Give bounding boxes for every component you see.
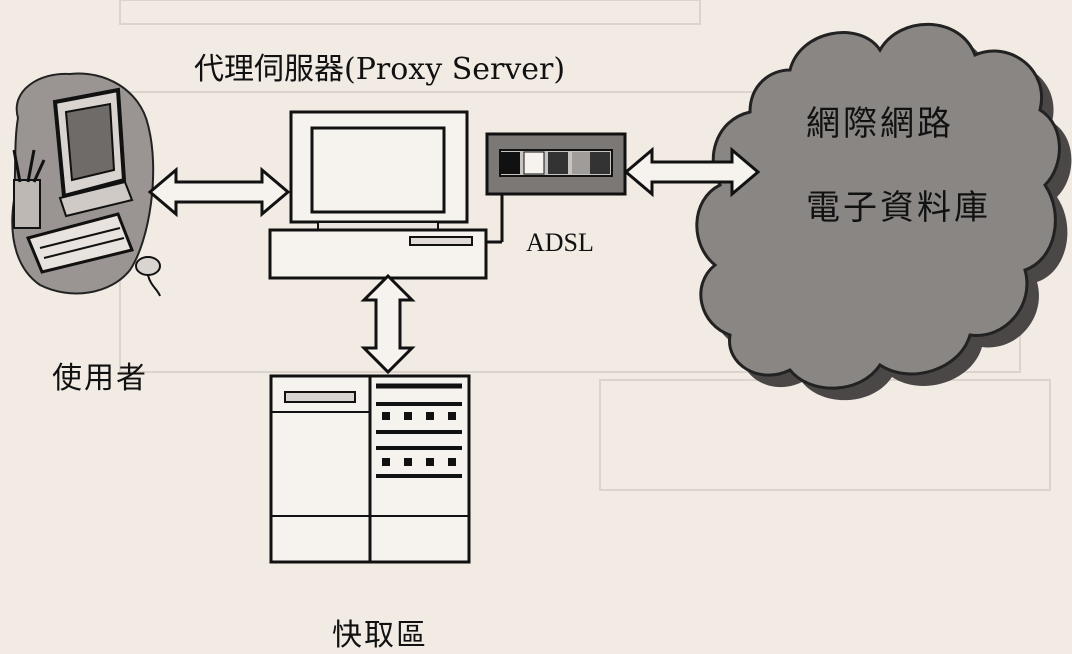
proxy-server-computer-icon: [268, 110, 488, 280]
database-label: 電子資料庫: [806, 188, 991, 228]
user-label: 使用者: [52, 361, 148, 396]
arrow-adsl-to-internet: [623, 146, 761, 198]
user-computer-clipart-icon: [11, 72, 161, 297]
cache-server-cabinet-icon: [269, 374, 471, 564]
adsl-modem-icon: [485, 132, 627, 244]
cache-label: 快取區: [332, 618, 428, 653]
internet-cloud-icon: [695, 22, 1072, 401]
arrow-proxy-to-cache: [360, 273, 416, 375]
arrow-user-to-proxy: [147, 166, 291, 218]
adsl-label: ADSL: [526, 228, 594, 257]
internet-label: 網際網路: [806, 104, 954, 144]
proxy-server-label: 代理伺服器(Proxy Server): [194, 52, 566, 87]
